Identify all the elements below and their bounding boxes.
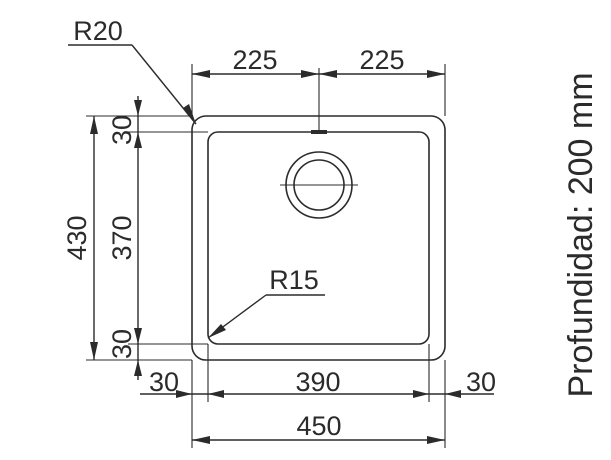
bottom-total-dimension-line bbox=[192, 436, 445, 444]
left-inner-dimension-line bbox=[134, 96, 142, 380]
bottom-total-width-label: 450 bbox=[296, 411, 341, 441]
left-top-margin-label: 30 bbox=[107, 115, 137, 145]
r15-leader bbox=[207, 294, 325, 339]
radius-outer-label: R20 bbox=[73, 16, 123, 46]
bottom-right-margin-label: 30 bbox=[466, 367, 496, 397]
drain-icon bbox=[280, 151, 358, 219]
top-dimension-line bbox=[192, 70, 445, 78]
left-total-height-label: 430 bbox=[62, 215, 92, 260]
radius-inner-label: R15 bbox=[269, 265, 319, 295]
left-bottom-margin-label: 30 bbox=[107, 329, 137, 359]
r20-leader bbox=[68, 44, 197, 125]
bottom-inner-width-label: 390 bbox=[295, 367, 340, 397]
top-left-width-label: 225 bbox=[232, 45, 277, 75]
top-right-width-label: 225 bbox=[359, 45, 404, 75]
center-mark bbox=[311, 130, 327, 134]
depth-label: Profundidad: 200 mm bbox=[562, 72, 600, 397]
bottom-inner-dimension-line bbox=[140, 390, 494, 398]
left-total-dimension-line bbox=[90, 116, 98, 360]
bottom-left-margin-label: 30 bbox=[149, 367, 179, 397]
sink-inner-bowl bbox=[207, 131, 430, 345]
left-inner-height-label: 370 bbox=[107, 215, 137, 260]
